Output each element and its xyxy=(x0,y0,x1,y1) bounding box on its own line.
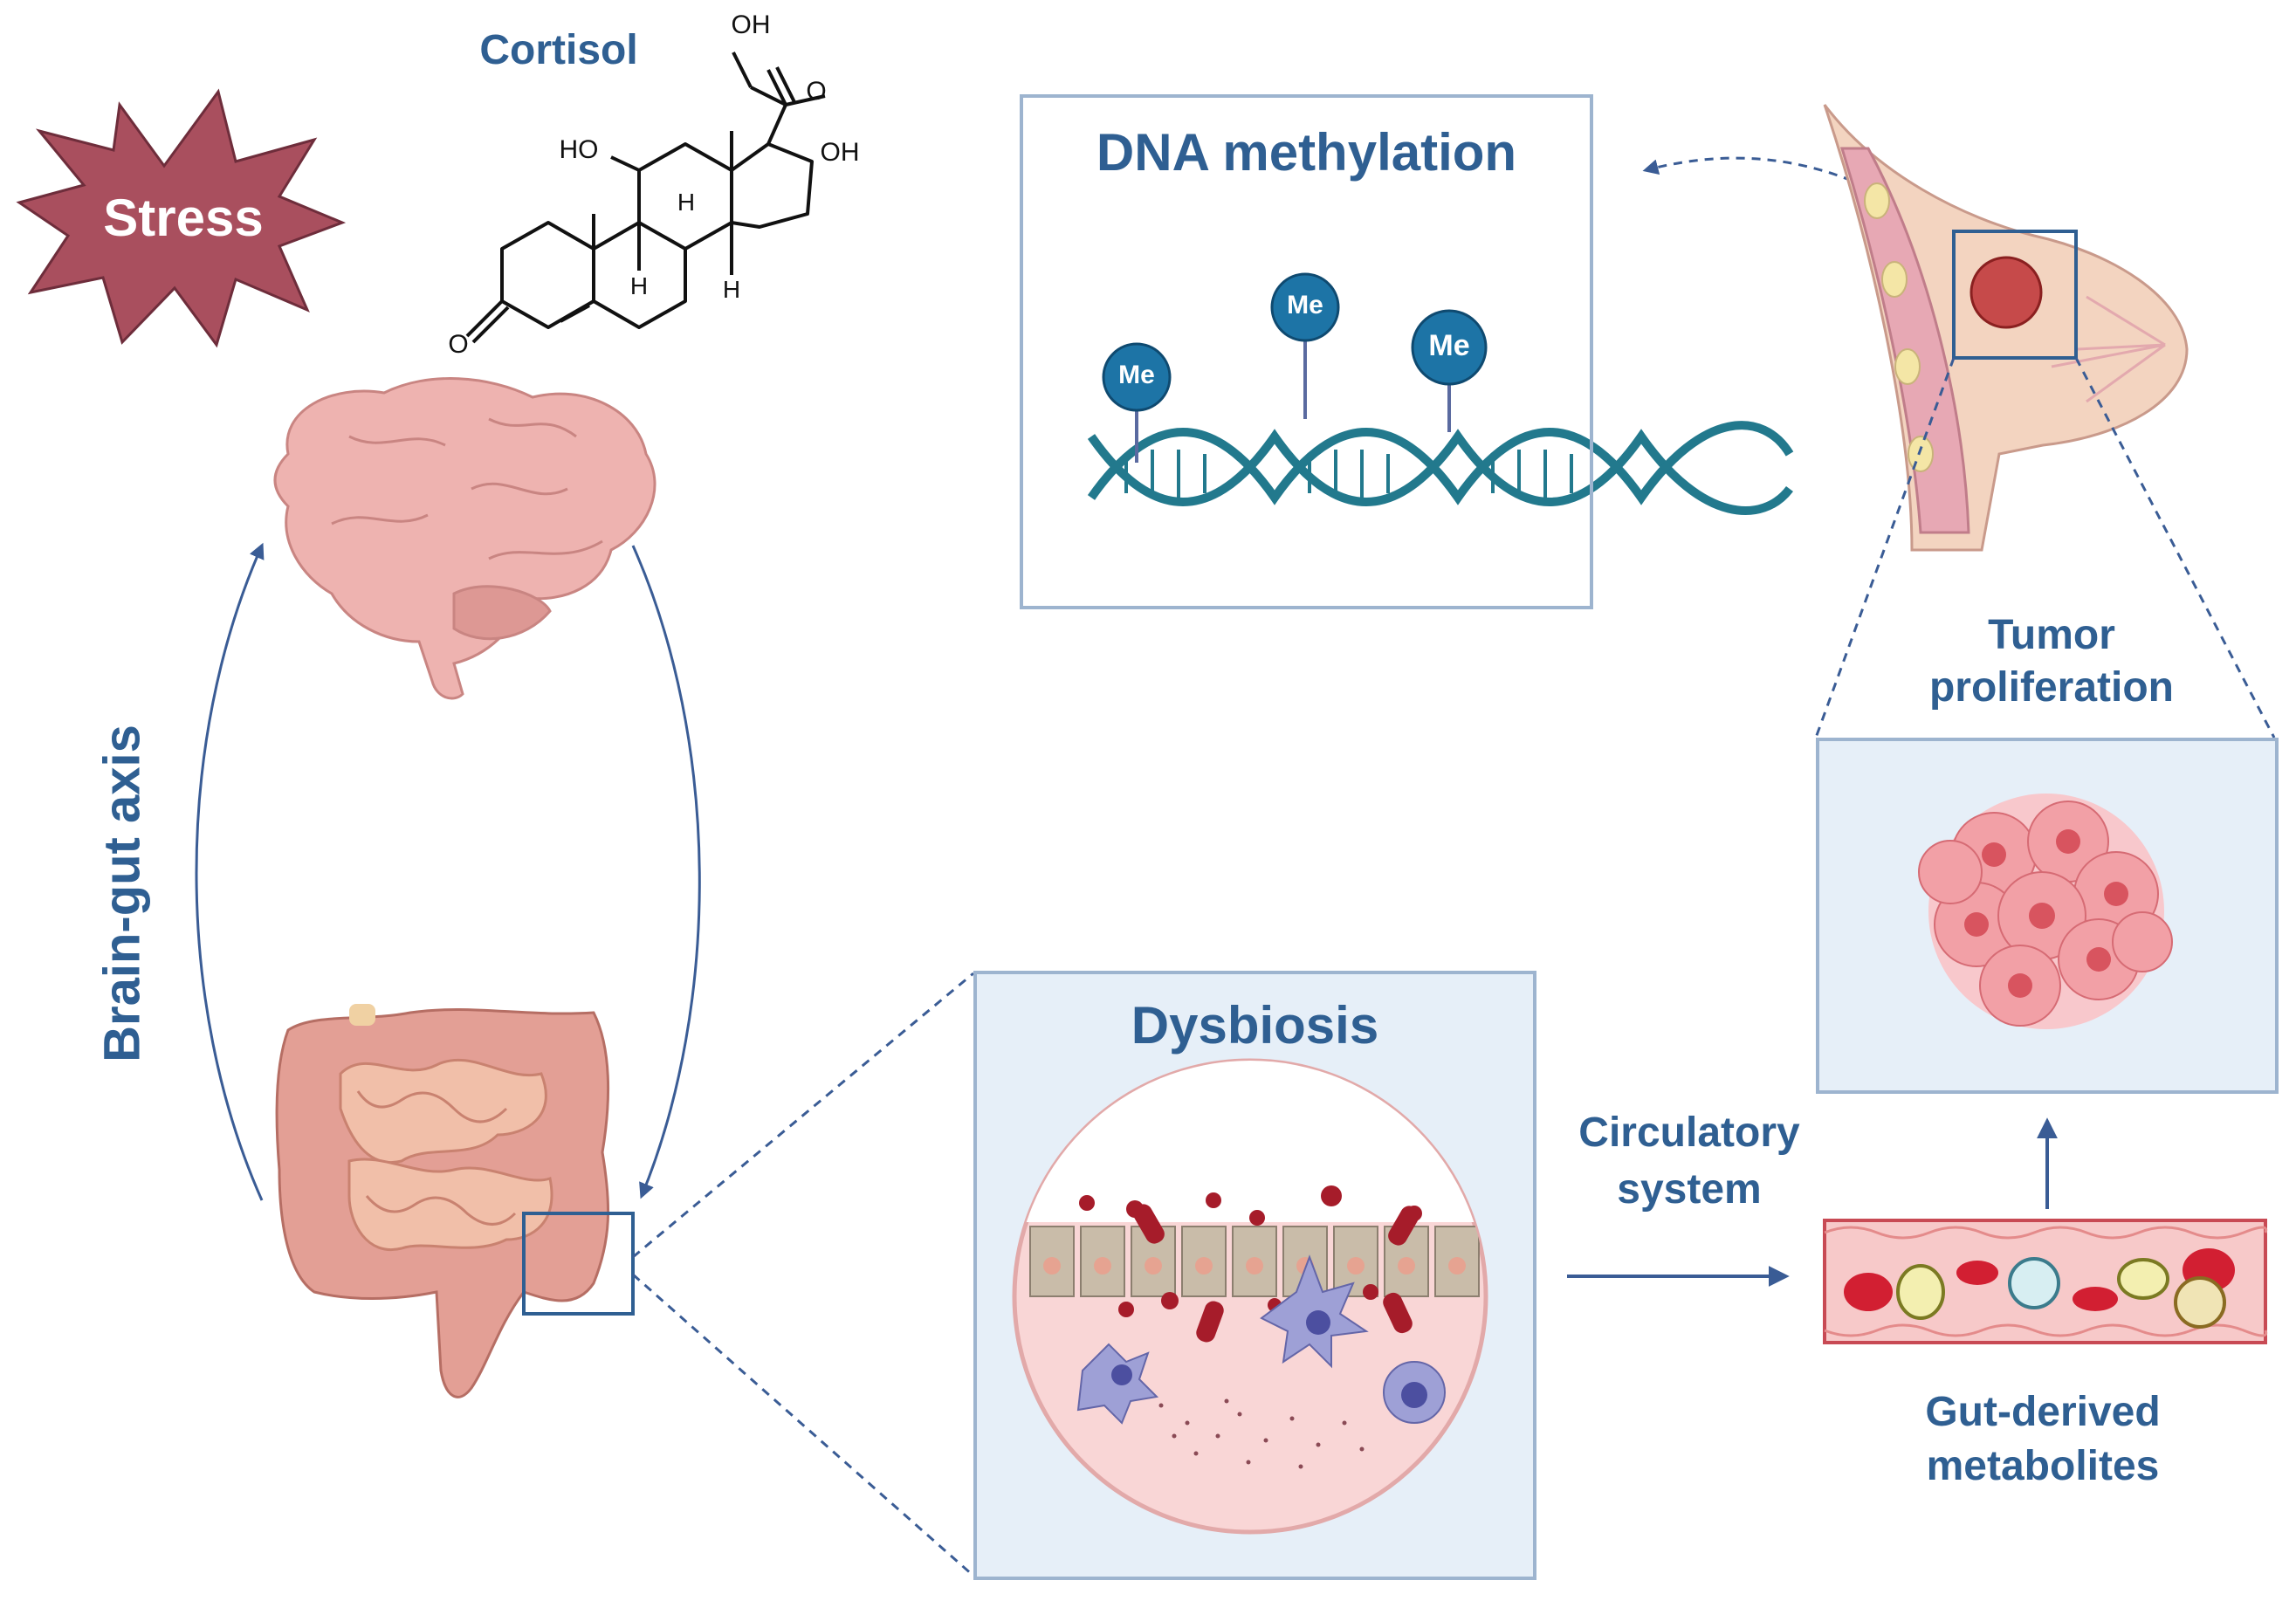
methyl-stems xyxy=(1135,340,1451,463)
mol-ho-left: HO xyxy=(559,135,599,164)
breast-tumor-icon xyxy=(1969,256,2043,329)
gut-to-brain-arrow xyxy=(195,542,265,1201)
brain-gut-axis-label: Brain-gut axis xyxy=(93,725,151,1062)
mol-h3: H xyxy=(722,276,741,303)
gut-derived-label-line1: Gut-derived xyxy=(1925,1389,2161,1435)
methyl-label-2: Me xyxy=(1287,291,1323,320)
circulatory-label-line1: Circulatory xyxy=(1578,1110,1800,1156)
zoom-line-top xyxy=(632,972,974,1259)
circulatory-label-line2: system xyxy=(1617,1166,1762,1213)
methyl-bubble-3 xyxy=(1411,309,1488,386)
intestine-focus-box xyxy=(522,1212,635,1316)
gut-derived-label-line2: metabolites xyxy=(1926,1443,2160,1489)
breast-focus-box xyxy=(1952,230,2078,360)
dna-methylation-title: DNA methylation xyxy=(1096,123,1517,182)
methyl-bubble-2 xyxy=(1270,272,1340,342)
brain-icon xyxy=(273,377,656,700)
tumor-cells-icon xyxy=(1918,794,2173,1029)
dysbiosis-title: Dysbiosis xyxy=(1131,996,1379,1055)
blood-vessel-icon xyxy=(1823,1219,2268,1344)
methyl-label-3: Me xyxy=(1428,329,1470,362)
stress-label: Stress xyxy=(103,189,264,247)
cortisol-label: Cortisol xyxy=(479,27,638,73)
tumor-panel xyxy=(1816,738,2279,1094)
cortisol-structure-icon xyxy=(465,52,826,344)
mol-o-bottom: O xyxy=(448,330,469,359)
breast-icon xyxy=(1823,104,2189,552)
stress-star-icon xyxy=(16,88,347,348)
intestine-icon xyxy=(275,1004,635,1398)
dna-methylation-panel xyxy=(1020,94,1593,609)
mol-h1: H xyxy=(677,189,696,216)
tumor-label-line2: proliferation xyxy=(1928,664,2174,711)
mol-o-ketone: O xyxy=(806,77,827,106)
mol-oh-top: OH xyxy=(731,10,771,39)
dna-helix-icon xyxy=(1087,421,1794,515)
mol-oh-right: OH xyxy=(820,138,860,167)
dysbiosis-panel xyxy=(973,971,1536,1580)
methyl-label-1: Me xyxy=(1118,361,1155,389)
zoom-line-bottom xyxy=(632,1273,974,1577)
mol-h2: H xyxy=(629,272,649,299)
zoom-line-left xyxy=(1814,357,1956,739)
zoom-line-right xyxy=(2074,357,2276,739)
methyl-bubble-1 xyxy=(1102,342,1172,412)
tumor-label-line1: Tumor xyxy=(1988,612,2115,658)
brain-to-gut-arrow xyxy=(631,545,701,1199)
